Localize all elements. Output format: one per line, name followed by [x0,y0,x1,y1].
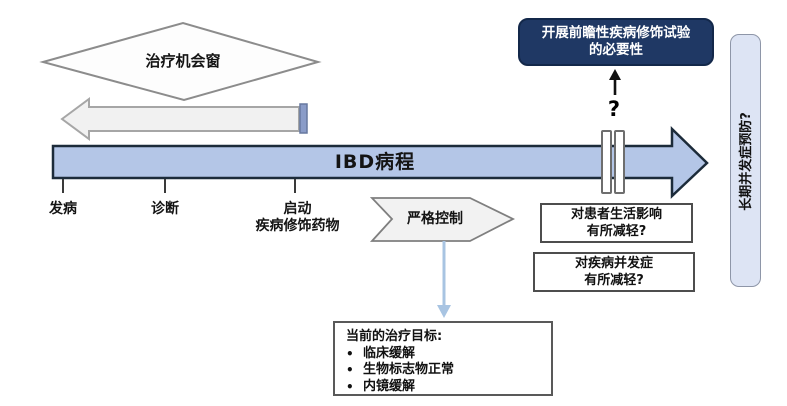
timeline-label: IBD病程 [334,151,416,173]
treatment-goals-title: 当前的治疗目标: [346,329,443,344]
trial-necessity-line1: 开展前瞻性疾病修饰试验 [541,25,691,41]
opportunity-window-diamond-icon [39,21,322,102]
milestone-label-diagnosis: 诊断 [151,201,179,217]
window-end-cap [299,103,308,134]
goal-item-endoscopic-remission: • 内镜缓解 [346,378,416,394]
impact-box-quality-of-life: 对患者生活影响 有所减轻? [540,203,693,243]
leftward-window-arrow-icon [60,97,308,141]
tick-mark-dmt-start [294,179,296,193]
trial-necessity-line2: 的必要性 [589,42,643,58]
impact-box-complications: 对疾病并发症 有所减轻? [533,252,695,292]
long-term-prevention-label: 长期并发症预防? [739,112,754,211]
trial-necessity-box: 开展前瞻性疾病修饰试验 的必要性 [518,18,714,66]
treatment-goals-box: 当前的治疗目标: • 临床缓解 • 生物标志物正常 • 内镜缓解 [333,321,553,396]
goal-item-biomarker-normal: • 生物标志物正常 [346,362,455,377]
bullet-icon: • [346,379,354,394]
goal-item-clinical-remission: • 临床缓解 [346,345,416,361]
tick-mark-onset [62,179,64,193]
milestone-label-dmt-start: 启动 疾病修饰药物 [255,201,340,234]
tight-control-arrow-icon [369,197,516,242]
bullet-icon: • [346,346,354,361]
timeline-arrow-icon [51,126,709,199]
gap-bar-icon [601,130,612,194]
opportunity-window-label: 治疗机会窗 [145,52,221,70]
question-mark: ? [607,97,621,121]
bullet-icon: • [346,363,354,377]
tight-control-label: 严格控制 [407,211,463,227]
connector-down-arrow-icon [437,241,451,318]
tick-mark-diagnosis [164,179,166,193]
gap-bar-icon [614,130,625,194]
long-term-prevention-bar: 长期并发症预防? [730,34,761,287]
milestone-label-onset: 发病 [49,201,77,217]
up-arrow-icon [609,69,621,95]
